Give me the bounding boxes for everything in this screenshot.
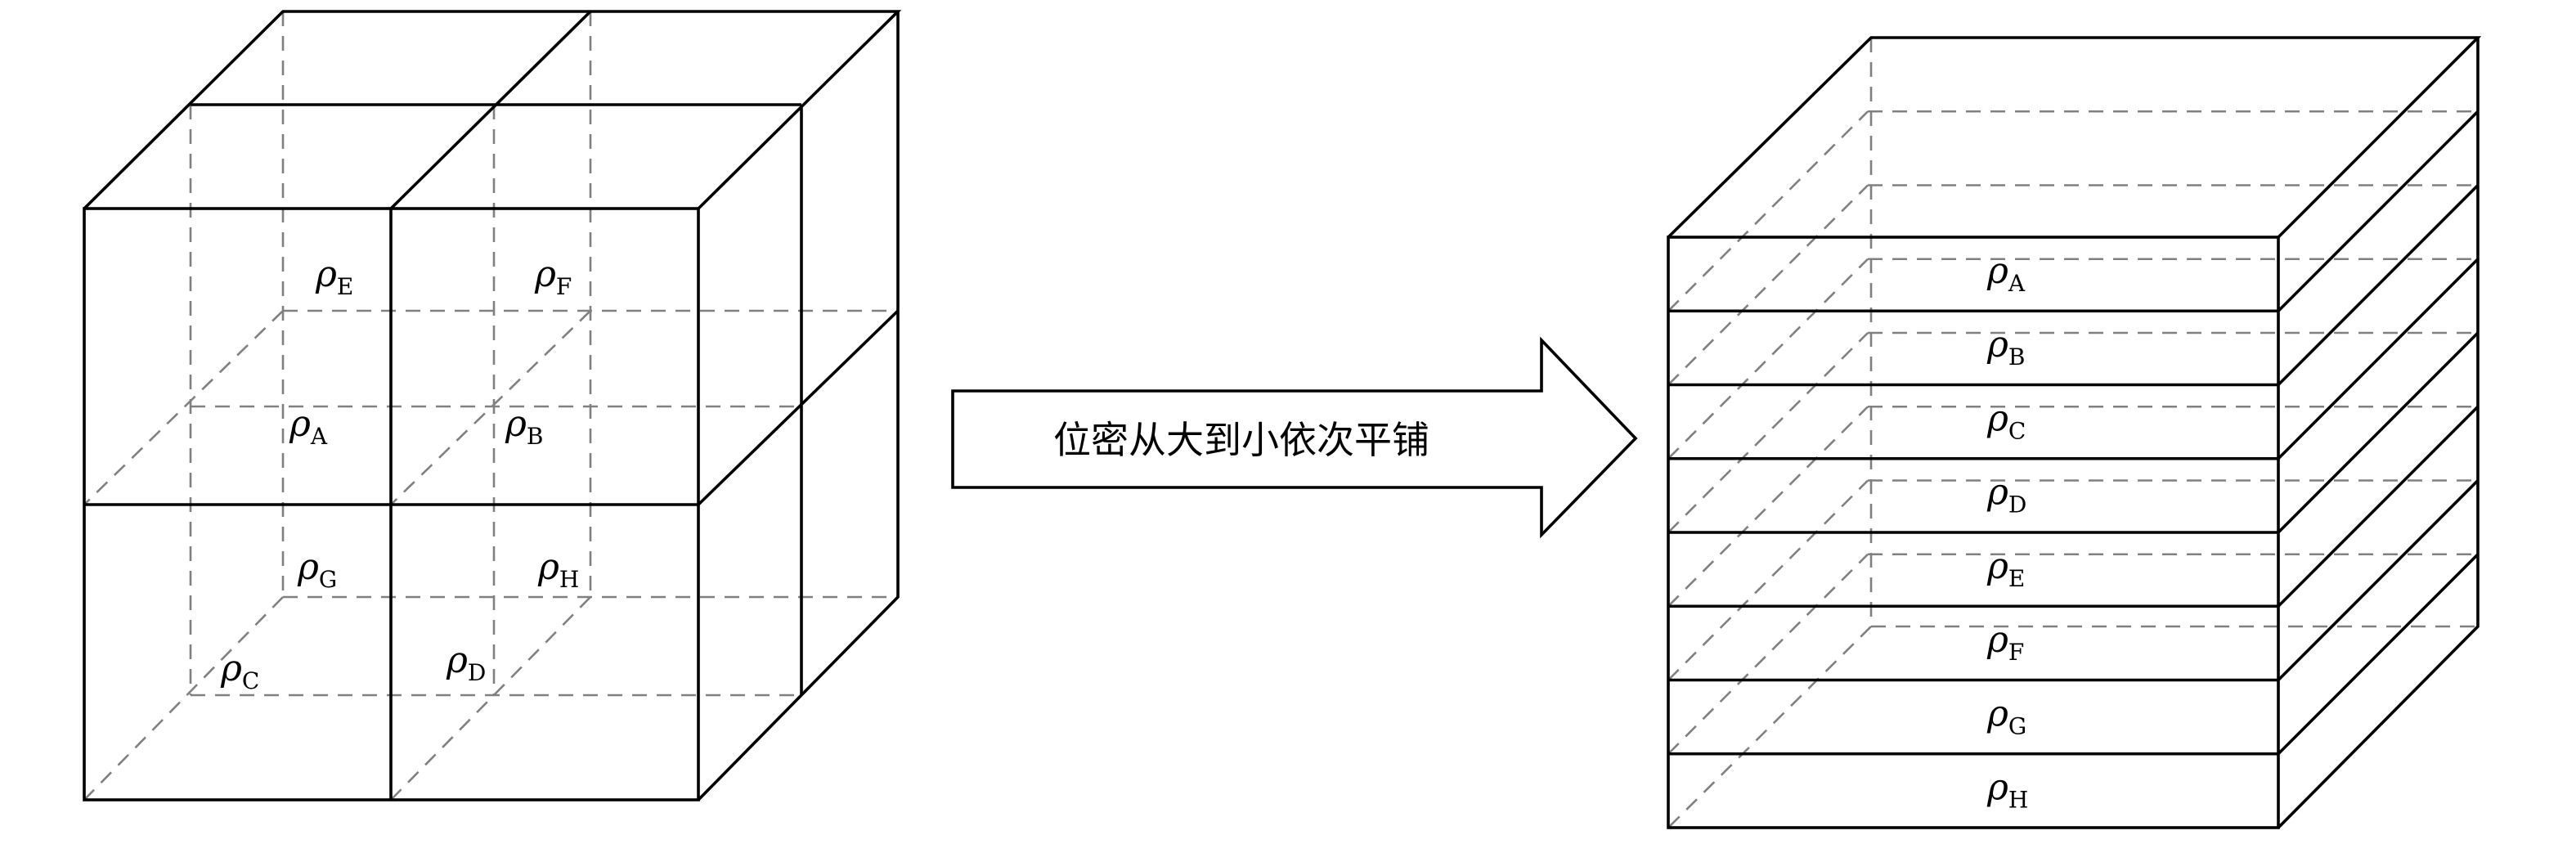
layer-divider-side: [2277, 184, 2480, 386]
hidden-edge: [1667, 479, 1869, 681]
right-face: [2277, 38, 2480, 829]
layer-label-d: ρD: [1986, 472, 2026, 519]
top-divider-diagonal: [389, 10, 592, 210]
arrow: 位密从大到小依次平铺: [951, 336, 1638, 539]
rho-label-c: ρC: [220, 648, 259, 694]
hidden-edge: [1667, 110, 1869, 312]
layer-label-c: ρC: [1986, 397, 2026, 444]
layer-label-e: ρE: [1986, 545, 2025, 592]
layer-divider-side: [2277, 258, 2480, 460]
rho-label-e: ρE: [315, 254, 353, 300]
left-cube-hidden-edges: [83, 11, 898, 801]
left-cube-visible-edges: [83, 10, 902, 801]
layer-divider-side: [2277, 110, 2480, 312]
hidden-edge: [1667, 553, 1869, 755]
layer-divider-side: [2277, 479, 2480, 681]
hidden-edge: [83, 310, 284, 505]
right-arrow-icon: [951, 336, 1638, 539]
layer-label-g: ρG: [1986, 693, 2026, 739]
hidden-edge: [1667, 626, 1872, 828]
right-divider-diagonal: [697, 309, 900, 506]
hidden-edge: [1667, 184, 1869, 386]
hidden-edge: [390, 310, 591, 505]
layer-label-b: ρB: [1986, 324, 2025, 370]
rho-label-f: ρF: [534, 254, 572, 300]
rho-label-b: ρB: [505, 403, 543, 450]
layer-divider-side: [2277, 331, 2480, 534]
layer-divider-side: [2277, 553, 2480, 756]
hidden-edge: [1667, 332, 1869, 533]
left-cube: ρE ρF ρA ρB ρG ρH ρC ρD: [83, 10, 902, 801]
hidden-edge: [83, 596, 284, 801]
hidden-edge: [1667, 406, 1869, 608]
rho-label-g: ρG: [297, 546, 337, 593]
hidden-edge: [390, 596, 591, 801]
top-face: [1667, 36, 2482, 239]
left-cube-labels: ρE ρF ρA ρB ρG ρH ρC ρD: [220, 254, 579, 694]
right-face: [697, 11, 900, 801]
right-stack-visible-edges: [1667, 36, 2482, 829]
layer-label-a: ρA: [1986, 250, 2026, 297]
arrow-label: 位密从大到小依次平铺: [1053, 418, 1429, 462]
rho-label-d: ρD: [446, 640, 486, 686]
layer-divider-side: [2277, 405, 2480, 608]
rho-label-h: ρH: [537, 546, 579, 593]
rho-label-a: ρA: [289, 403, 328, 450]
right-stack-hidden-edges: [1667, 38, 2478, 828]
hidden-edge: [1667, 258, 1869, 460]
layer-label-h: ρH: [1986, 767, 2028, 814]
